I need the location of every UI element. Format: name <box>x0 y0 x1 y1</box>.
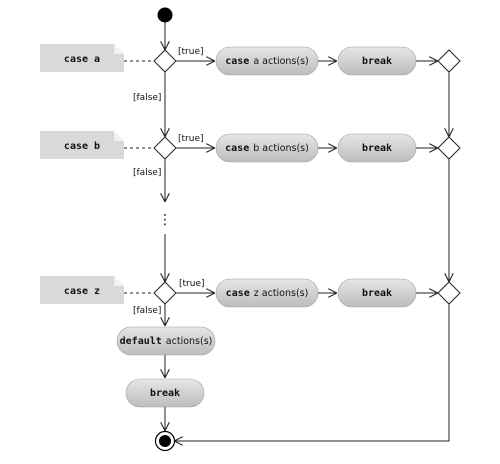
case-a-false-guard: [false] <box>133 93 161 103</box>
svg-text:case b: case b <box>64 141 100 152</box>
svg-text:case z: case z <box>64 286 100 297</box>
case-z-note-keyword: case <box>64 286 88 297</box>
case-a-row: case a [true] case a actions(s) break [f… <box>40 44 461 136</box>
case-b-break-label: break <box>362 143 392 154</box>
case-b-action-text: b actions(s) <box>253 143 309 154</box>
default-break-label: break <box>150 388 180 399</box>
default-action: default actions(s) <box>116 326 216 356</box>
case-a-break-label: break <box>362 56 392 67</box>
case-z-action-keyword: case <box>226 288 250 299</box>
case-b-true-guard: [true] <box>178 134 204 144</box>
case-z-note-value: z <box>94 286 100 297</box>
case-b-merge-diamond <box>437 136 461 160</box>
case-b-decision-diamond <box>153 136 177 160</box>
final-node <box>154 430 176 452</box>
case-a-true-guard: [true] <box>178 47 204 57</box>
case-b-action-keyword: case <box>225 143 249 154</box>
case-b-action: case b actions(s) <box>215 133 319 163</box>
case-z-break: break <box>337 278 417 308</box>
svg-text:case a: case a <box>64 54 100 65</box>
case-a-action-keyword: case <box>225 56 249 67</box>
case-b-note: case b <box>40 131 124 159</box>
case-a-note-keyword: case <box>64 54 88 65</box>
case-a-break: break <box>337 46 417 76</box>
initial-node <box>157 7 173 23</box>
more-cases-ellipsis: ⋮ <box>158 212 172 228</box>
case-z-false-guard: [false] <box>133 306 161 316</box>
case-z-row: case z [true] case z actions(s) break [f… <box>40 276 461 325</box>
case-b-note-keyword: case <box>64 141 88 152</box>
case-b-false-guard: [false] <box>133 168 161 178</box>
svg-text:case z actions(s): case z actions(s) <box>226 283 309 300</box>
case-b-row: case b [true] case b actions(s) break [f… <box>40 131 461 201</box>
case-z-true-guard: [true] <box>179 279 205 289</box>
case-z-break-label: break <box>362 288 392 299</box>
case-a-decision-diamond <box>153 49 177 73</box>
default-break: break <box>125 378 205 408</box>
case-a-note: case a <box>40 44 124 72</box>
default-action-text: actions(s) <box>166 336 213 347</box>
case-b-note-value: b <box>94 141 100 152</box>
case-z-action-text: z actions(s) <box>254 288 309 299</box>
case-a-action-text: a actions(s) <box>253 56 308 67</box>
case-a-note-value: a <box>94 54 100 65</box>
merge-to-final-flow <box>175 304 450 441</box>
svg-text:case a actions(s): case a actions(s) <box>225 51 309 68</box>
default-action-keyword: default <box>120 336 162 347</box>
case-a-merge-diamond <box>437 49 461 73</box>
case-z-decision-diamond <box>153 281 177 305</box>
svg-text:default actions(s): default actions(s) <box>120 331 213 348</box>
case-z-merge-diamond <box>437 281 461 305</box>
case-z-note: case z <box>40 276 124 304</box>
case-a-action: case a actions(s) <box>215 46 319 76</box>
svg-text:case b actions(s): case b actions(s) <box>225 138 309 155</box>
case-z-action: case z actions(s) <box>215 278 319 308</box>
case-b-break: break <box>337 133 417 163</box>
